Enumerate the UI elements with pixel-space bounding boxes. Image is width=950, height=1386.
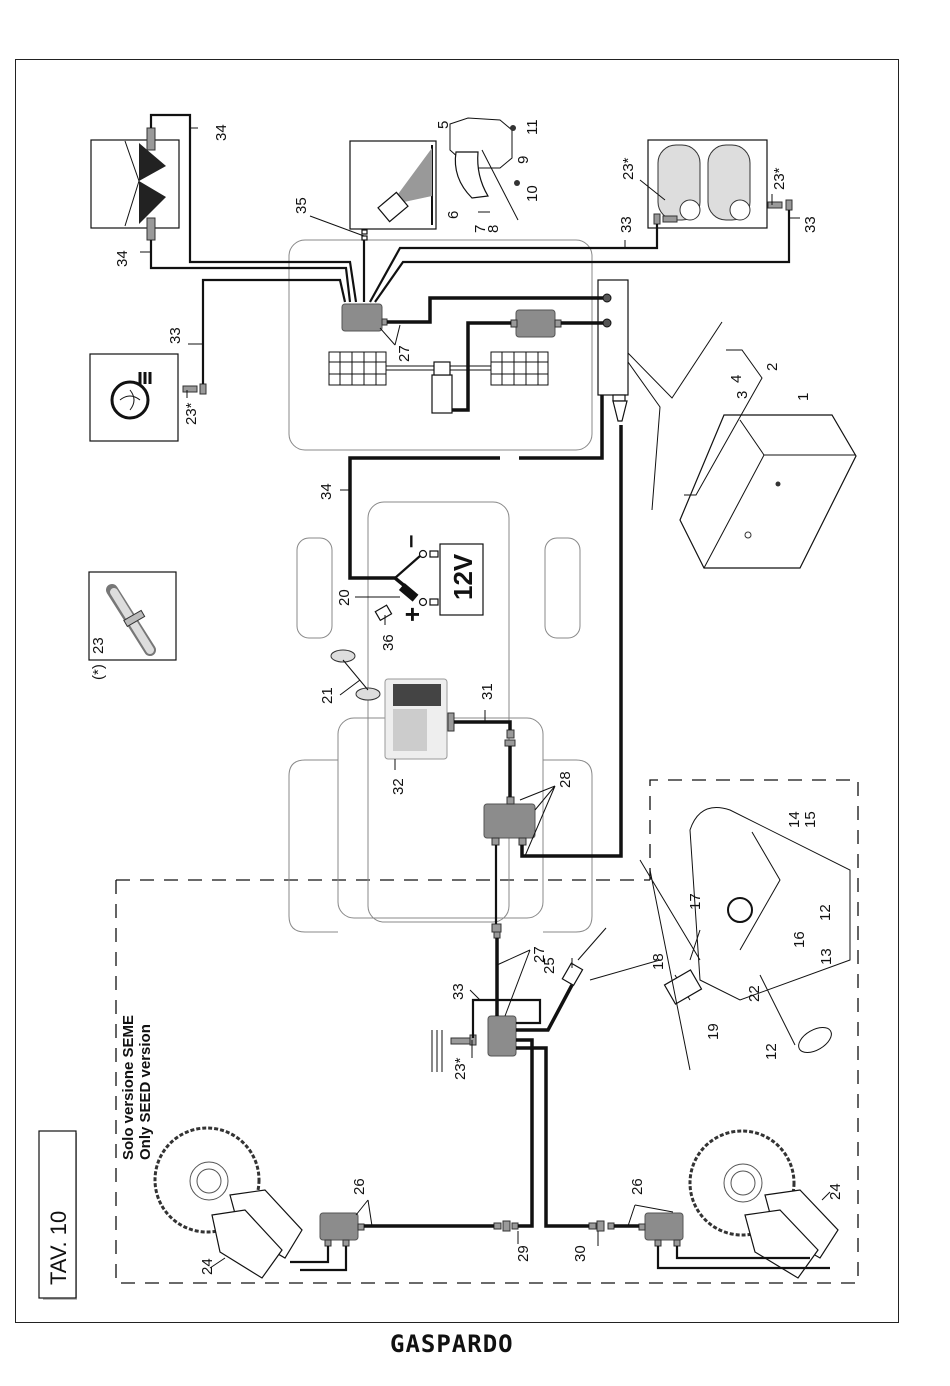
callout-14: 14 <box>786 811 803 828</box>
battery: 12V – + <box>397 535 483 622</box>
callout-23s-fan: 23* <box>183 402 200 425</box>
callout-9: 9 <box>515 156 532 164</box>
callout-31: 31 <box>479 683 496 700</box>
callout-18: 18 <box>650 953 667 970</box>
ecu-box <box>628 322 856 568</box>
callout-10: 10 <box>524 185 541 202</box>
callout-24-right: 24 <box>827 1183 844 1200</box>
table-label-box: TAV. 10 <box>39 1131 77 1300</box>
callout-28: 28 <box>557 771 574 788</box>
callout-33-roll-r: 33 <box>802 216 819 233</box>
callout-29: 29 <box>515 1245 532 1262</box>
callout-34-battery: 34 <box>318 483 335 500</box>
callout-26-left: 26 <box>351 1178 368 1195</box>
callout-34b: 34 <box>114 250 131 267</box>
callout-23s-seed: 23* <box>452 1057 469 1080</box>
battery-plus: + <box>397 607 427 622</box>
callout-20: 20 <box>336 589 353 606</box>
callout-23s-roll-l: 23* <box>620 157 637 180</box>
callout-12b: 12 <box>817 904 834 921</box>
callout-26-right: 26 <box>629 1178 646 1195</box>
battery-voltage: 12V <box>448 553 478 600</box>
callout-27-top: 27 <box>396 345 413 362</box>
callout-12a: 12 <box>763 1043 780 1060</box>
level-sensor-box <box>91 128 179 240</box>
callout-33-roll-l: 33 <box>618 216 635 233</box>
callout-19: 19 <box>705 1023 722 1040</box>
monitor <box>331 605 454 759</box>
callout-33-fan: 33 <box>167 327 184 344</box>
junction-box-main <box>342 304 561 337</box>
callout-11: 11 <box>524 119 541 135</box>
callout-36: 36 <box>380 634 397 651</box>
callout-32: 32 <box>390 778 407 795</box>
callout-23: 23 <box>90 637 107 654</box>
callout-13: 13 <box>818 948 835 965</box>
table-label: TAV. 10 <box>46 1211 71 1285</box>
fan-sensor-box <box>90 354 206 441</box>
callout-35: 35 <box>293 197 310 214</box>
callout-2: 2 <box>764 363 781 371</box>
seed-drive-right <box>589 1131 838 1278</box>
optional-note: (*) <box>90 664 107 680</box>
callout-8: 8 <box>485 225 502 233</box>
callout-25: 25 <box>541 957 558 974</box>
callout-24-left: 24 <box>199 1258 216 1275</box>
callout-15: 15 <box>802 811 819 828</box>
callout-22: 22 <box>746 985 763 1002</box>
callout-3: 3 <box>734 391 751 399</box>
callout-5: 5 <box>435 121 452 129</box>
metering-rollers <box>329 352 548 413</box>
callout-1: 1 <box>795 393 812 401</box>
callout-23s-roll-r: 23* <box>771 167 788 190</box>
seed-note-en: Only SEED version <box>137 1024 154 1160</box>
battery-minus: – <box>397 535 424 548</box>
callout-30: 30 <box>572 1245 589 1262</box>
callout-34a: 34 <box>213 124 230 141</box>
callout-17: 17 <box>687 893 704 910</box>
callout-4: 4 <box>728 375 745 383</box>
callout-6: 6 <box>445 211 462 219</box>
callout-33-seed: 33 <box>450 983 467 1000</box>
callout-21: 21 <box>319 687 336 704</box>
seed-note-it: Solo versione SEME <box>120 1015 137 1160</box>
bracket-assembly <box>450 118 520 220</box>
callout-16: 16 <box>791 931 808 948</box>
radar-sensor-box <box>350 141 436 240</box>
seed-drive-left <box>155 1128 518 1278</box>
brand-logo: GASPARDO <box>390 1330 514 1358</box>
